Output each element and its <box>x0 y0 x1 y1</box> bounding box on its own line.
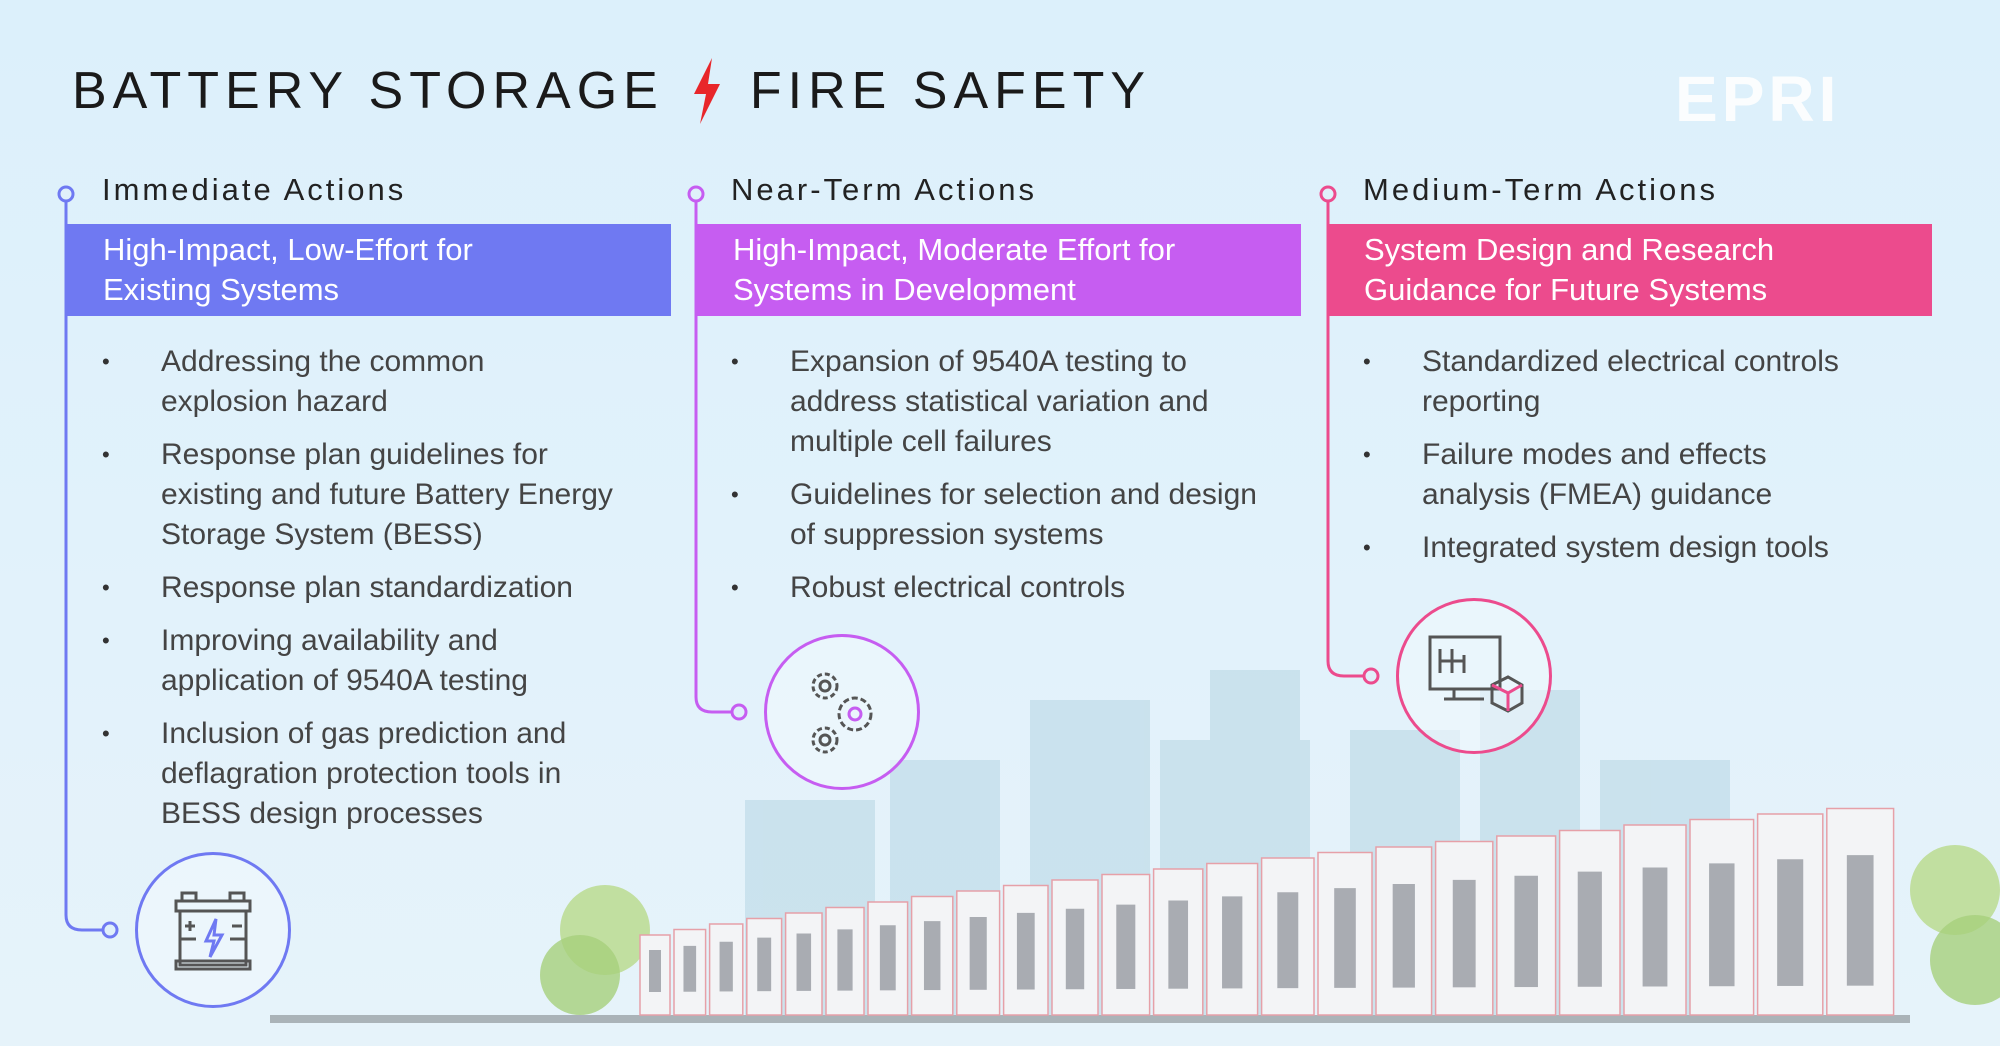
banner-line: System Design and Research <box>1364 232 1775 267</box>
battery-icon <box>174 891 252 971</box>
system-design-icon <box>1428 635 1524 713</box>
list-item: Standardized electrical controls reporti… <box>1363 342 1903 422</box>
cabinet-vent <box>719 941 733 992</box>
list-item: Robust electrical controls <box>731 568 1271 608</box>
cabinet-vent <box>1392 884 1415 988</box>
list-item: Integrated system design tools <box>1363 528 1903 568</box>
timeline-node <box>687 185 705 203</box>
column-banner: High-Impact, Moderate Effort for Systems… <box>696 224 1301 316</box>
cabinet-vent <box>1065 908 1085 990</box>
gears-icon <box>811 672 873 754</box>
cabinet-vent <box>683 945 697 992</box>
ground <box>270 1015 1910 1023</box>
list-item: Response plan standardization <box>102 568 622 608</box>
battery-cabinet <box>673 928 707 1016</box>
system-design-icon-circle <box>1396 598 1552 754</box>
title-left: BATTERY STORAGE <box>72 62 664 120</box>
timeline-node <box>101 921 119 939</box>
column-heading: Medium-Term Actions <box>1363 172 1719 207</box>
timeline-node <box>57 185 75 203</box>
bullet-list: Expansion of 9540A testing to address st… <box>731 342 1271 621</box>
column-heading: Immediate Actions <box>102 172 407 207</box>
timeline-line-near-term <box>694 194 733 714</box>
cabinet-vent <box>1277 892 1299 989</box>
bullet-list: Addressing the common explosion hazard R… <box>102 342 622 847</box>
banner-line: Guidance for Future Systems <box>1364 272 1768 307</box>
list-item: Guidelines for selection and design of s… <box>731 475 1271 555</box>
cabinet-vent <box>923 921 941 991</box>
list-item: Response plan guidelines for existing an… <box>102 435 622 555</box>
cabinet-vent <box>1514 875 1538 988</box>
cabinet-vent <box>649 950 661 992</box>
banner-line: Existing Systems <box>103 272 340 307</box>
timeline-line-medium-term <box>1326 194 1364 678</box>
cabinet-vent <box>1452 879 1476 988</box>
cabinet-vent <box>796 933 812 991</box>
trees <box>540 845 2000 1015</box>
battery-cabinet <box>1051 879 1099 1016</box>
cabinet-vent <box>837 929 853 991</box>
cabinet-vent <box>1709 863 1735 987</box>
battery-icon-circle <box>135 852 291 1008</box>
column-heading: Near-Term Actions <box>731 172 1037 207</box>
gears-icon-circle <box>764 634 920 790</box>
cabinet-vent <box>1777 859 1804 986</box>
timeline-node <box>730 703 748 721</box>
timeline-line-immediate <box>64 194 104 932</box>
cabinet-vent <box>1846 855 1874 986</box>
cabinet-vent <box>1334 888 1356 988</box>
cabinet-vent <box>1116 904 1136 989</box>
cabinet-vent <box>757 937 772 992</box>
battery-cabinet <box>825 906 865 1016</box>
column-banner: High-Impact, Low-Effort for Existing Sys… <box>66 224 671 316</box>
cabinet-vent <box>1577 871 1602 987</box>
column-banner: System Design and Research Guidance for … <box>1327 224 1932 316</box>
timeline-node <box>1319 185 1337 203</box>
banner-line: Systems in Development <box>733 272 1076 307</box>
list-item: Addressing the common explosion hazard <box>102 342 522 422</box>
list-item: Failure modes and effects analysis (FMEA… <box>1363 435 1813 515</box>
cabinet-vent <box>1642 867 1668 987</box>
cabinet-vent <box>1168 900 1189 989</box>
epri-logo: EPRI <box>1675 63 1841 135</box>
banner-line: High-Impact, Moderate Effort for <box>733 232 1176 267</box>
cabinet-vent <box>969 917 987 990</box>
banner-line: High-Impact, Low-Effort for <box>103 232 473 267</box>
list-item: Improving availability and application o… <box>102 621 572 701</box>
lightning-bolt-icon <box>693 58 720 124</box>
bullet-list: Standardized electrical controls reporti… <box>1363 342 1903 581</box>
cabinet-vent <box>879 925 896 991</box>
battery-cabinets <box>639 807 1895 1016</box>
title-right: FIRE SAFETY <box>749 62 1152 120</box>
list-item: Expansion of 9540A testing to address st… <box>731 342 1271 462</box>
page-title: BATTERY STORAGE FIRE SAFETY <box>72 58 1151 124</box>
cabinet-vent <box>1016 912 1035 990</box>
cabinet-vent <box>1222 896 1243 989</box>
timeline-node <box>1362 667 1380 685</box>
list-item: Inclusion of gas prediction and deflagra… <box>102 714 622 834</box>
